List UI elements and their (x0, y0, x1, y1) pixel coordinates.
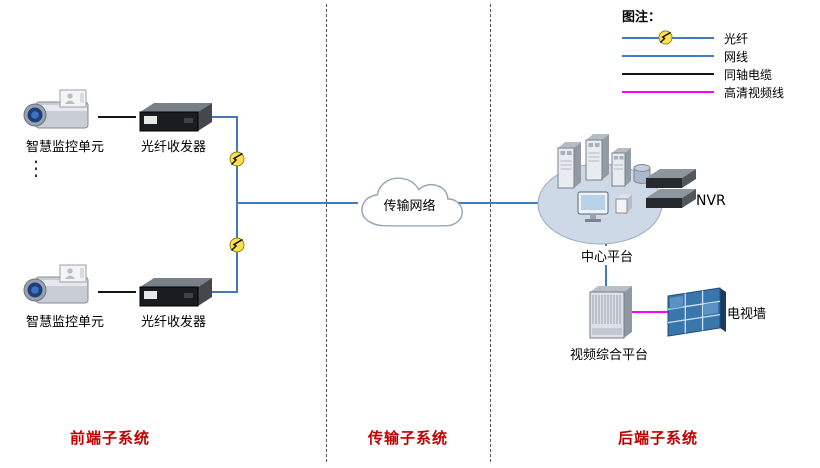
legend-item-hdvideo: 高清视频线 (622, 83, 818, 101)
network-line-sample (622, 55, 714, 57)
divider-transmission-backend (490, 4, 491, 462)
frontend-section-label: 前端子系统 (70, 429, 151, 447)
lightning-icon (229, 151, 245, 167)
network-link-cloud-to-platform (454, 202, 556, 204)
transceiver-bottom-label: 光纤收发器 (140, 315, 206, 330)
center-platform-icon (537, 134, 663, 245)
divider-frontend-transmission (326, 4, 327, 462)
cloud-icon (361, 177, 463, 227)
legend-item-coax: 同轴电缆 (622, 65, 818, 83)
hdvideo-line-sample (622, 91, 714, 93)
lightning-icon (658, 30, 673, 45)
legend-item-network: 网线 (622, 47, 818, 65)
fiber-transceiver-icon-top (139, 103, 212, 132)
lightning-icon (229, 237, 245, 253)
server-tower-icon (611, 148, 631, 187)
coax-link-camera-top (98, 116, 136, 118)
camera-top-label: 智慧监控单元 (25, 140, 104, 155)
hdvideo-link-to-tvwall (632, 311, 668, 313)
fiber-link-transceiver-top (212, 116, 238, 118)
server-tower-icon (585, 134, 609, 181)
server-tower-icon (557, 142, 581, 189)
small-server-icon (615, 194, 632, 214)
tv-wall-label: 电视墙 (727, 307, 767, 322)
coax-link-camera-bottom (98, 291, 136, 293)
network-link-to-cloud (236, 202, 358, 204)
fiber-trunk (236, 116, 238, 293)
video-platform-label: 视频综合平台 (569, 348, 648, 363)
transmission-section-label: 传输子系统 (368, 429, 449, 447)
fiber-transceiver-icon-bottom (139, 278, 212, 307)
nvr-icon (646, 169, 696, 208)
ellipsis: ⋮ (26, 156, 46, 180)
tv-wall-icon (667, 287, 726, 337)
legend-label-fiber: 光纤 (724, 31, 749, 46)
legend-label-network: 网线 (724, 49, 749, 64)
camera-bottom-label: 智慧监控单元 (25, 315, 104, 330)
backend-section-label: 后端子系统 (618, 429, 699, 447)
nvr-label: NVR (696, 193, 726, 209)
transceiver-top-label: 光纤收发器 (140, 140, 206, 155)
legend-item-fiber: 光纤 (622, 29, 818, 47)
legend-title: 图注： (622, 10, 662, 25)
camera-icon-bottom (23, 264, 89, 304)
cloud-label: 传输网络 (383, 199, 436, 214)
legend-label-coax: 同轴电缆 (724, 67, 773, 82)
monitor-icon (577, 191, 609, 222)
fiber-link-transceiver-bottom (212, 291, 238, 293)
coax-line-sample (622, 73, 714, 75)
camera-icon-top (23, 89, 89, 129)
fiber-line-sample (622, 30, 714, 45)
center-platform-label: 中心平台 (570, 246, 644, 265)
legend: 图注： 光纤 网线 同轴电缆 高清视频线 (622, 6, 818, 101)
legend-label-hdvideo: 高清视频线 (724, 85, 785, 100)
video-platform-icon (589, 286, 632, 339)
